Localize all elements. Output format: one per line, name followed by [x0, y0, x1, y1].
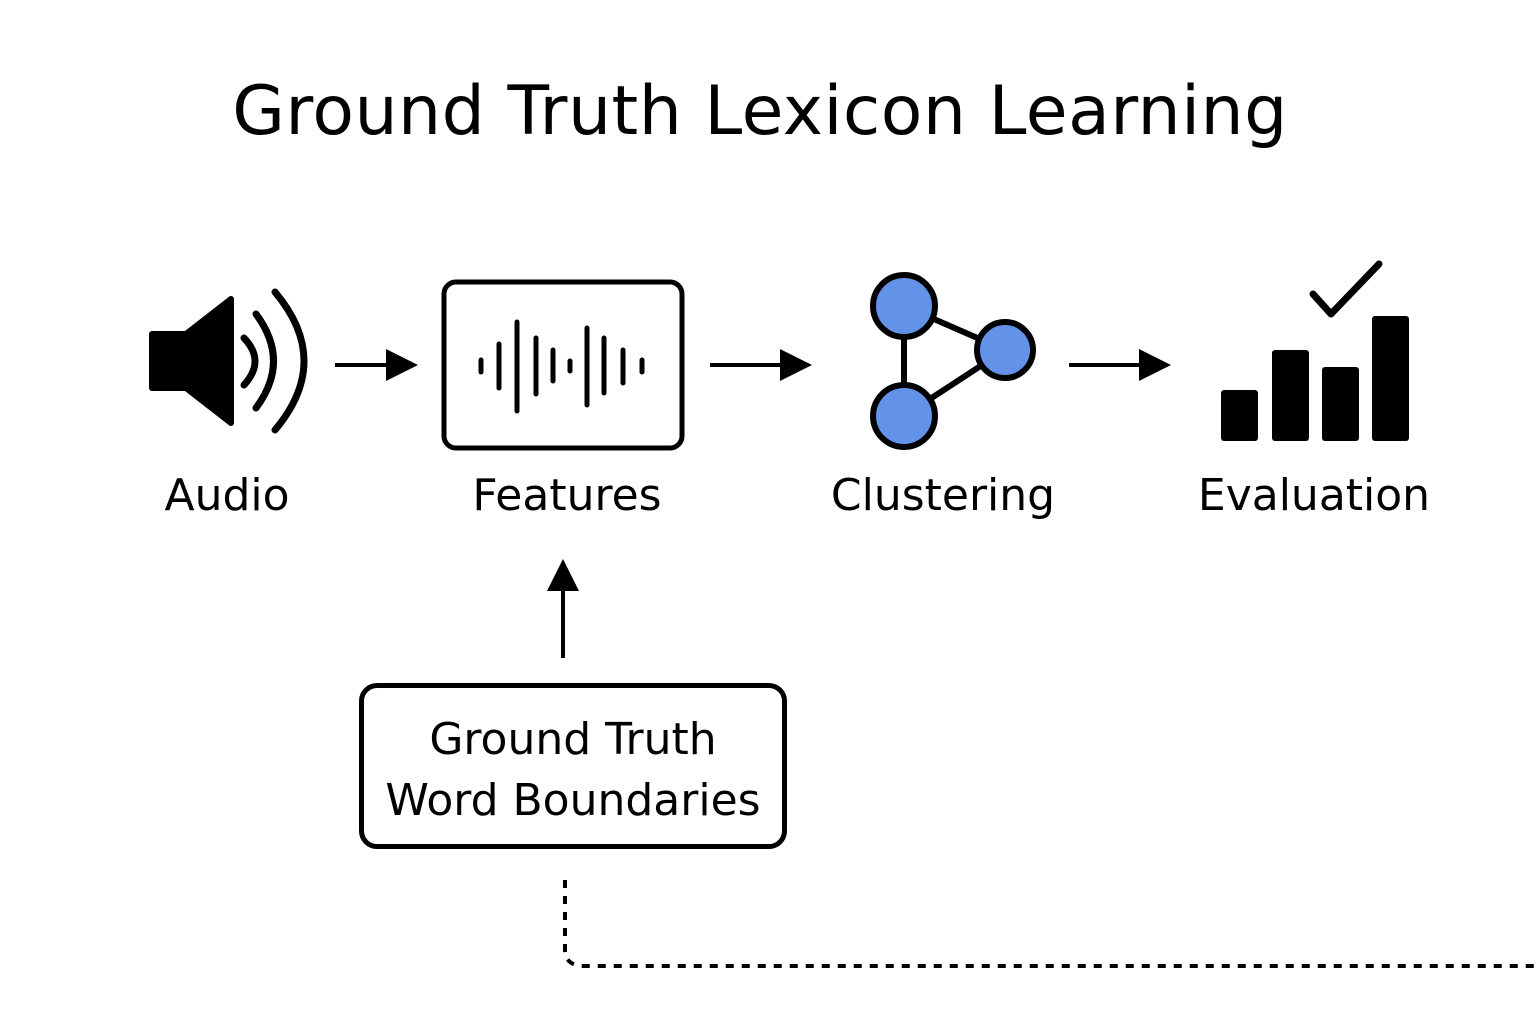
- stage-label-features: Features: [472, 470, 662, 521]
- bar-chart-check-icon: [1221, 260, 1409, 441]
- cluster-graph-icon: [870, 272, 1036, 450]
- diagram-title-text: Ground Truth Lexicon Learning: [232, 72, 1288, 151]
- stage-label-audio: Audio: [164, 470, 290, 521]
- diagram-title: Ground Truth Lexicon Learning: [0, 72, 1536, 151]
- speaker-icon: [149, 288, 308, 434]
- waveform-icon: [441, 279, 685, 451]
- stage-label-clustering: Clustering: [830, 470, 1056, 521]
- ground-truth-box: Ground Truth Word Boundaries: [359, 683, 787, 849]
- stage-label-evaluation: Evaluation: [1197, 470, 1431, 521]
- dotted-connector: [563, 880, 1536, 968]
- ground-truth-line-1: Ground Truth: [429, 714, 717, 765]
- ground-truth-line-2: Word Boundaries: [385, 775, 761, 826]
